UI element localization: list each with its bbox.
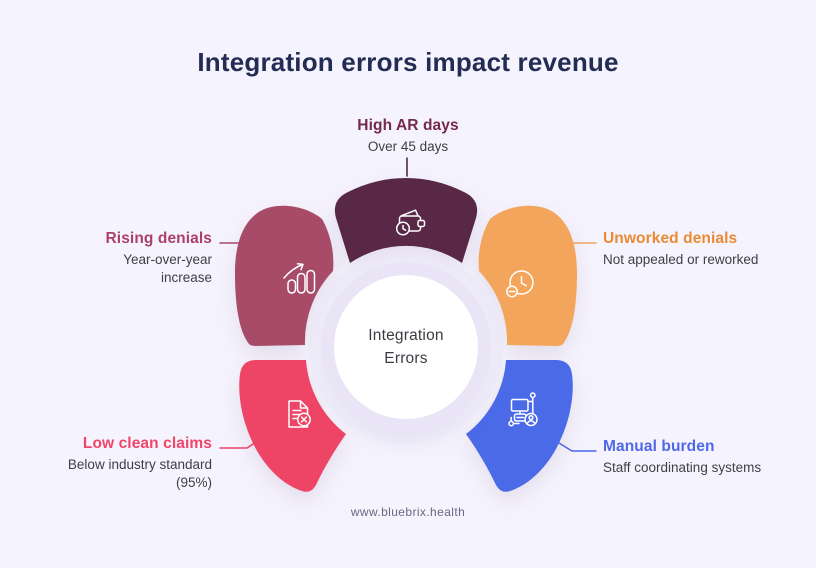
label-low-clean-claims-title: Low clean claims	[82, 435, 212, 452]
label-low-clean-claims-subtitle: Below industry standard (95%)	[67, 457, 212, 490]
clock-minus-icon	[506, 270, 534, 298]
label-low-clean-claims: Low clean claims Below industry standard…	[37, 435, 212, 492]
petal-low-clean-claims	[239, 360, 346, 492]
label-rising-denials-title: Rising denials	[105, 230, 212, 247]
rising-bars-icon	[283, 263, 316, 294]
page-title: Integration errors impact revenue	[197, 47, 619, 77]
petal-manual-burden	[466, 360, 573, 492]
label-manual-burden-title: Manual burden	[603, 438, 715, 455]
label-manual-burden: Manual burden Staff coordinating systems	[603, 438, 803, 477]
label-rising-denials-subtitle: Year-over-year increase	[123, 252, 212, 285]
label-unworked-denials: Unworked denials Not appealed or reworke…	[603, 230, 803, 269]
center-hub-line2: Errors	[384, 350, 428, 367]
label-rising-denials: Rising denials Year-over-year increase	[37, 230, 212, 287]
label-unworked-denials-subtitle: Not appealed or reworked	[603, 252, 759, 267]
label-manual-burden-subtitle: Staff coordinating systems	[603, 460, 762, 475]
footer-url: www.bluebrix.health	[350, 505, 466, 519]
label-high-ar-days-title: High AR days	[357, 117, 459, 134]
center-hub-line1: Integration	[368, 326, 444, 344]
connector-manual-burden	[553, 439, 597, 452]
wallet-clock-icon	[395, 209, 426, 236]
center-hub: Integration Errors	[334, 275, 478, 419]
document-rejected-icon	[288, 400, 311, 428]
petal-high-ar-days	[334, 178, 478, 263]
systems-user-icon	[508, 392, 538, 427]
petal-unworked-denials	[478, 205, 577, 346]
label-unworked-denials-title: Unworked denials	[603, 230, 738, 247]
label-high-ar-days-subtitle: Over 45 days	[367, 139, 449, 154]
label-high-ar-days: High AR days Over 45 days	[0, 117, 816, 156]
petal-rising-denials	[235, 205, 334, 346]
